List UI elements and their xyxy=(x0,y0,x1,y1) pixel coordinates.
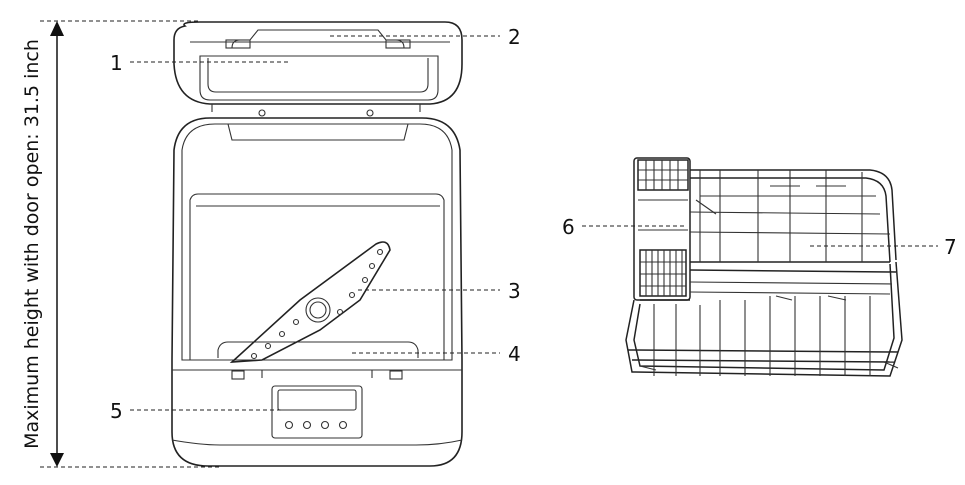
callout-1: 1 xyxy=(110,51,123,75)
dish-rack xyxy=(625,157,903,377)
arrow-up-icon xyxy=(50,21,64,36)
callout-5: 5 xyxy=(110,399,123,423)
dishwasher-unit xyxy=(171,21,463,467)
height-dimension: Maximum height with door open: 31.5 inch xyxy=(21,20,222,468)
spray-arm xyxy=(229,241,391,363)
callout-6: 6 xyxy=(562,215,575,239)
dimension-label: Maximum height with door open: 31.5 inch xyxy=(21,39,43,449)
callout-2: 2 xyxy=(508,25,521,49)
callout-3: 3 xyxy=(508,279,521,303)
tub-body xyxy=(171,117,463,467)
lid xyxy=(173,21,463,117)
control-panel xyxy=(271,385,363,439)
button-icon xyxy=(284,420,294,430)
arrow-down-icon xyxy=(50,453,64,467)
button-icon xyxy=(338,420,348,430)
button-icon xyxy=(302,420,312,430)
callouts-right: 6 7 xyxy=(562,215,957,259)
callout-7: 7 xyxy=(944,235,957,259)
callout-4: 4 xyxy=(508,342,521,366)
callouts-left: 1 2 3 4 5 xyxy=(110,25,521,423)
button-icon xyxy=(320,420,330,430)
cutlery-basket xyxy=(633,157,691,301)
